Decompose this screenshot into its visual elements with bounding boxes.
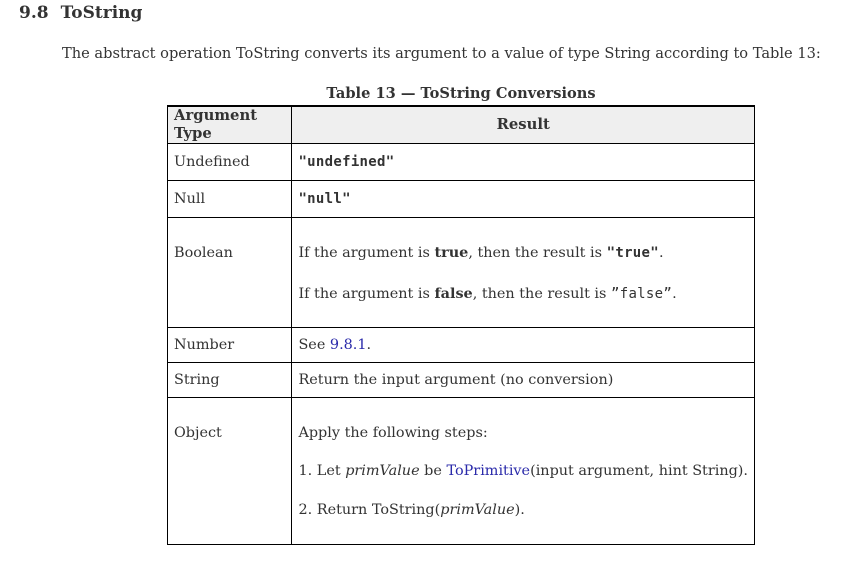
link-toprimitive[interactable]: ToPrimitive: [446, 463, 531, 479]
text-fragment: If the argument is: [298, 286, 435, 302]
keyword-true: true: [434, 244, 469, 261]
table-row-undefined: Undefined "undefined": [166, 143, 755, 181]
text-fragment: , then the result is: [468, 245, 607, 261]
text-fragment: .: [658, 245, 664, 261]
intro-paragraph: The abstract operation ToString converts…: [62, 45, 821, 62]
section-title: ToString: [60, 3, 143, 23]
text-fragment: 2. Return ToString(: [298, 502, 441, 518]
table-row-boolean: Boolean If the argument is true, then th…: [166, 217, 755, 328]
text-fragment: , then the result is: [472, 286, 611, 302]
text-fragment: .: [366, 337, 372, 353]
boolean-false-line: If the argument is false, then the resul…: [298, 285, 748, 303]
text-fragment: If the argument is: [298, 245, 435, 261]
type-cell-null: Null: [166, 180, 293, 218]
table-row-string: String Return the input argument (no con…: [166, 362, 755, 398]
value-false-string: ”false”: [611, 286, 673, 302]
text-fragment: (input argument, hint String).: [530, 463, 748, 479]
header-result: Result: [291, 105, 755, 144]
boolean-true-line: If the argument is true, then the result…: [298, 244, 748, 262]
result-cell-null: "null": [291, 180, 755, 218]
table-row-number: Number See 9.8.1.: [166, 327, 755, 363]
result-value-undefined: "undefined": [298, 154, 395, 170]
result-value-null: "null": [298, 191, 351, 207]
type-cell-boolean: Boolean: [166, 217, 293, 328]
var-primvalue: primValue: [345, 463, 420, 479]
text-fragment: 1. Let: [298, 463, 346, 479]
text-fragment: ).: [514, 502, 525, 518]
value-true-string: "true": [606, 245, 659, 261]
result-cell-number: See 9.8.1.: [291, 327, 755, 363]
section-number: 9.8: [19, 3, 49, 23]
text-fragment: be: [419, 463, 447, 479]
text-fragment: .: [672, 286, 677, 302]
text-fragment: See: [298, 337, 330, 353]
link-9-8-1[interactable]: 9.8.1: [329, 337, 367, 353]
result-cell-undefined: "undefined": [291, 143, 755, 181]
result-cell-object: Apply the following steps: 1. Let primVa…: [291, 397, 755, 545]
type-cell-undefined: Undefined: [166, 143, 293, 181]
table-caption: Table 13 — ToString Conversions: [326, 85, 596, 102]
result-cell-boolean: If the argument is true, then the result…: [291, 217, 755, 328]
conversion-table: Argument Type Result Undefined "undefine…: [166, 105, 755, 545]
section-heading: 9.8 ToString: [19, 3, 142, 23]
object-steps-intro: Apply the following steps:: [298, 425, 488, 441]
table-row-null: Null "null": [166, 180, 755, 218]
var-primvalue: primValue: [440, 502, 515, 518]
table-row-object: Object Apply the following steps: 1. Let…: [166, 397, 755, 545]
keyword-false: false: [434, 285, 473, 302]
table-header-row: Argument Type Result: [166, 105, 755, 144]
type-cell-number: Number: [166, 327, 293, 363]
type-cell-string: String: [166, 362, 293, 398]
header-argument-type: Argument Type: [166, 105, 293, 144]
object-step-1: 1. Let primValue be ToPrimitive(input ar…: [298, 462, 748, 480]
result-cell-string: Return the input argument (no conversion…: [291, 362, 755, 398]
object-step-2: 2. Return ToString(primValue).: [298, 501, 748, 519]
type-cell-object: Object: [166, 397, 293, 545]
